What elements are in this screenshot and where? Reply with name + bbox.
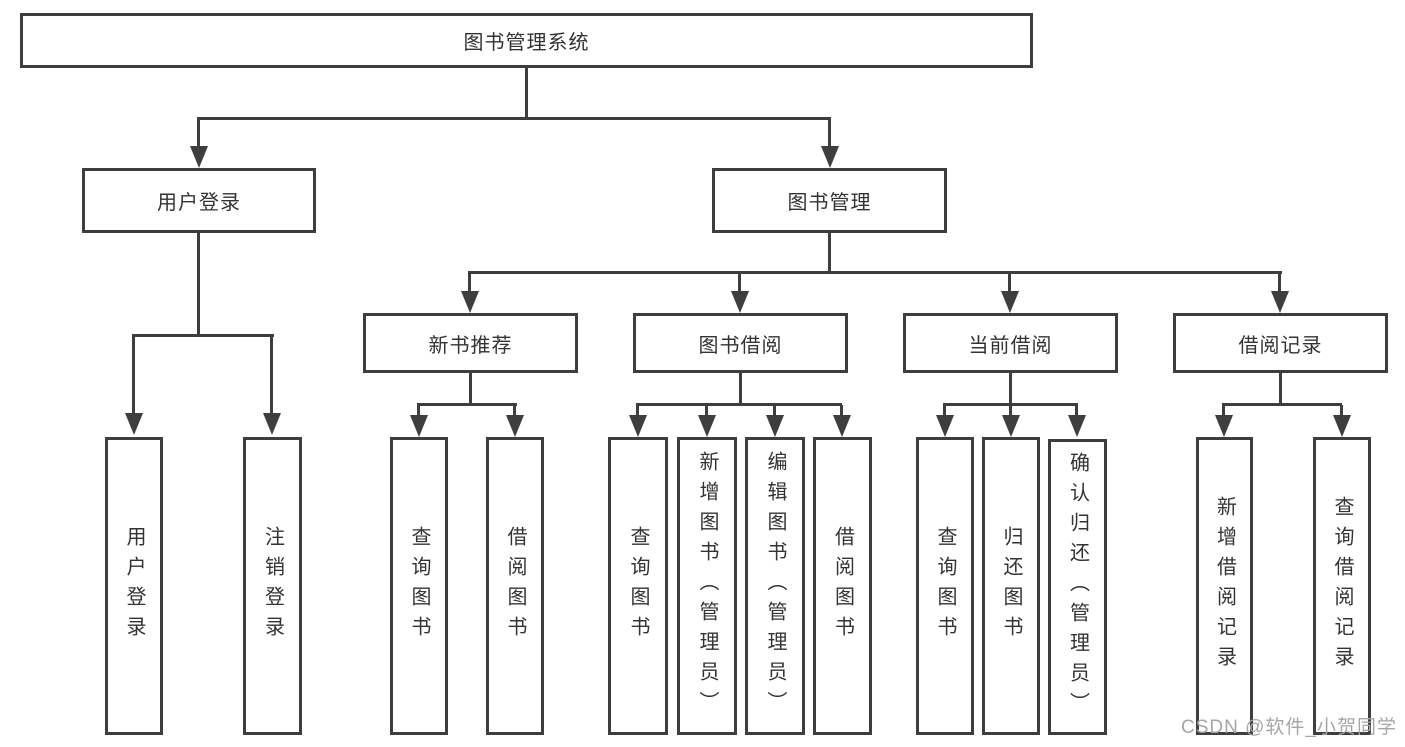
connector-drop <box>417 405 420 415</box>
node-label: 编辑图书（管理员） <box>764 451 786 721</box>
arrowhead-icon <box>125 413 143 435</box>
node-leaf-bb-edit-books-admin: 编辑图书（管理员） <box>745 437 805 735</box>
connector-drop <box>513 405 516 415</box>
connector-level1-split <box>197 117 831 120</box>
connector-cb-split <box>943 403 1078 406</box>
arrowhead-icon <box>833 415 851 437</box>
node-book-management: 图书管理 <box>712 168 947 233</box>
arrowhead-icon <box>821 146 839 168</box>
connector-bb-stem <box>739 373 742 405</box>
arrowhead-icon <box>410 415 428 437</box>
node-system-root: 图书管理系统 <box>20 13 1033 68</box>
connector-br-split <box>1222 403 1342 406</box>
connector-drop <box>943 405 946 415</box>
arrowhead-icon <box>506 415 524 437</box>
arrowhead-icon <box>731 291 749 313</box>
node-label: 用户登录 <box>157 192 241 214</box>
connector-book-mgmt-split <box>468 271 1282 274</box>
connector-user-login-stem <box>197 233 200 336</box>
node-leaf-bb-borrow-books: 借阅图书 <box>813 437 872 735</box>
connector-drop <box>840 405 843 415</box>
node-label: 借阅记录 <box>1238 334 1323 357</box>
connector-drop <box>738 273 741 291</box>
node-label: 查询图书 <box>408 526 430 646</box>
arrowhead-icon <box>1333 415 1351 437</box>
node-label: 图书管理系统 <box>463 32 590 54</box>
node-borrow-records: 借阅记录 <box>1173 313 1388 373</box>
node-leaf-logout: 注销登录 <box>243 437 302 735</box>
connector-drop <box>468 273 471 291</box>
node-book-borrow: 图书借阅 <box>633 313 848 373</box>
connector-br-stem <box>1279 373 1282 405</box>
connector-drop <box>636 405 639 415</box>
arrowhead-icon <box>936 415 954 437</box>
node-label: 查询图书 <box>934 526 956 646</box>
node-leaf-br-query-record: 查询借阅记录 <box>1313 437 1371 735</box>
connector-cb-stem <box>1009 373 1012 405</box>
connector-drop <box>1340 405 1343 415</box>
connector-drop <box>828 119 831 147</box>
arrowhead-icon <box>698 415 716 437</box>
arrowhead-icon <box>461 291 479 313</box>
node-user-login: 用户登录 <box>82 168 316 233</box>
node-leaf-br-add-record: 新增借阅记录 <box>1196 437 1253 735</box>
connector-nb-stem <box>469 373 472 405</box>
arrowhead-icon <box>1271 291 1289 313</box>
arrowhead-icon <box>1001 291 1019 313</box>
node-label: 新书推荐 <box>428 334 513 357</box>
connector-drop <box>1008 273 1011 291</box>
node-label: 确认归还（管理员） <box>1066 452 1089 722</box>
node-label: 新增借阅记录 <box>1213 496 1236 676</box>
arrowhead-icon <box>629 415 647 437</box>
node-leaf-cb-query-books: 查询图书 <box>916 437 974 735</box>
connector-drop <box>1278 273 1281 291</box>
node-label: 新增图书（管理员） <box>696 451 718 721</box>
connector-drop <box>197 119 200 147</box>
node-leaf-nb-borrow-books: 借阅图书 <box>486 437 544 735</box>
connector-drop <box>132 336 135 414</box>
arrowhead-icon <box>1068 415 1086 437</box>
node-label: 归还图书 <box>1000 526 1022 646</box>
connector-user-login-split <box>132 334 274 337</box>
connector-root-stem <box>525 68 528 118</box>
arrowhead-icon <box>766 415 784 437</box>
node-leaf-bb-add-books-admin: 新增图书（管理员） <box>677 437 737 735</box>
node-label: 用户登录 <box>123 526 145 646</box>
connector-drop <box>773 405 776 415</box>
connector-drop <box>1075 405 1078 415</box>
connector-drop <box>705 405 708 415</box>
node-label: 当前借阅 <box>968 334 1053 357</box>
node-label: 借阅图书 <box>831 526 854 646</box>
node-label: 借阅图书 <box>504 526 526 646</box>
connector-drop <box>1222 405 1225 415</box>
watermark: CSDN @软件_小贺同学 <box>1181 717 1397 738</box>
arrowhead-icon <box>263 413 281 435</box>
connector-drop <box>1009 405 1012 415</box>
node-label: 查询图书 <box>627 526 649 646</box>
connector-book-mgmt-stem <box>828 233 831 273</box>
arrowhead-icon <box>1215 415 1233 437</box>
node-leaf-cb-return-books: 归还图书 <box>982 437 1040 735</box>
connector-nb-split <box>417 403 517 406</box>
connector-bb-split <box>636 403 842 406</box>
node-label: 图书管理 <box>787 192 872 214</box>
node-label: 注销登录 <box>261 526 284 646</box>
node-leaf-bb-query-books: 查询图书 <box>608 437 668 735</box>
node-leaf-cb-confirm-return-admin: 确认归还（管理员） <box>1048 439 1107 735</box>
node-label: 图书借阅 <box>698 334 783 357</box>
node-current-borrow: 当前借阅 <box>903 313 1118 373</box>
node-label: 查询借阅记录 <box>1331 496 1353 676</box>
connector-drop <box>270 336 273 414</box>
arrowhead-icon <box>190 146 208 168</box>
arrowhead-icon <box>1002 415 1020 437</box>
node-new-book-recommend: 新书推荐 <box>363 313 578 373</box>
node-leaf-nb-query-books: 查询图书 <box>390 437 448 735</box>
node-leaf-user-login: 用户登录 <box>105 437 163 735</box>
